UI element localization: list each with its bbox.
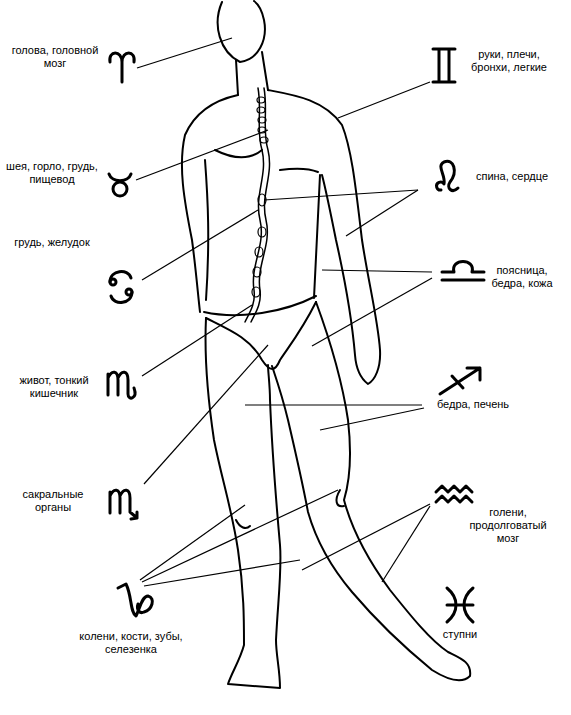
body-part-label: колени, кости, зубы, селезенка <box>72 630 190 656</box>
leader-lines <box>136 38 432 586</box>
body-part-label: грудь, желудок <box>2 236 102 249</box>
pisces-symbol <box>447 588 473 622</box>
cancer-symbol <box>110 272 132 303</box>
body-part-label: голени, продолговатый мозг <box>462 506 554 545</box>
libra-symbol <box>442 262 484 281</box>
body-part-label: спина, сердце <box>462 170 562 183</box>
gemini-symbol <box>433 49 455 82</box>
body-part-label: бедра, печень <box>418 398 528 411</box>
body-part-label: голова, головной мозг <box>3 44 107 70</box>
human-figure <box>182 1 470 688</box>
taurus-symbol <box>109 174 131 196</box>
leo-symbol <box>437 161 458 190</box>
aquarius-symbol <box>436 486 472 502</box>
body-part-label: шея, горло, грудь, пищевод <box>2 160 102 186</box>
body-part-label: сакральные органы <box>3 488 103 514</box>
virgo-symbol <box>108 372 135 398</box>
body-part-label: руки, плечи, бронхи, легкие <box>460 48 558 74</box>
scorpio-symbol <box>110 490 137 519</box>
body-part-label: поясница, бедра, кожа <box>478 264 566 290</box>
aries-symbol <box>110 53 134 82</box>
capricorn-symbol <box>118 584 152 616</box>
body-part-label: ступни <box>425 628 495 641</box>
sagittarius-symbol <box>440 368 480 394</box>
body-part-label: живот, тонкий кишечник <box>2 374 106 400</box>
